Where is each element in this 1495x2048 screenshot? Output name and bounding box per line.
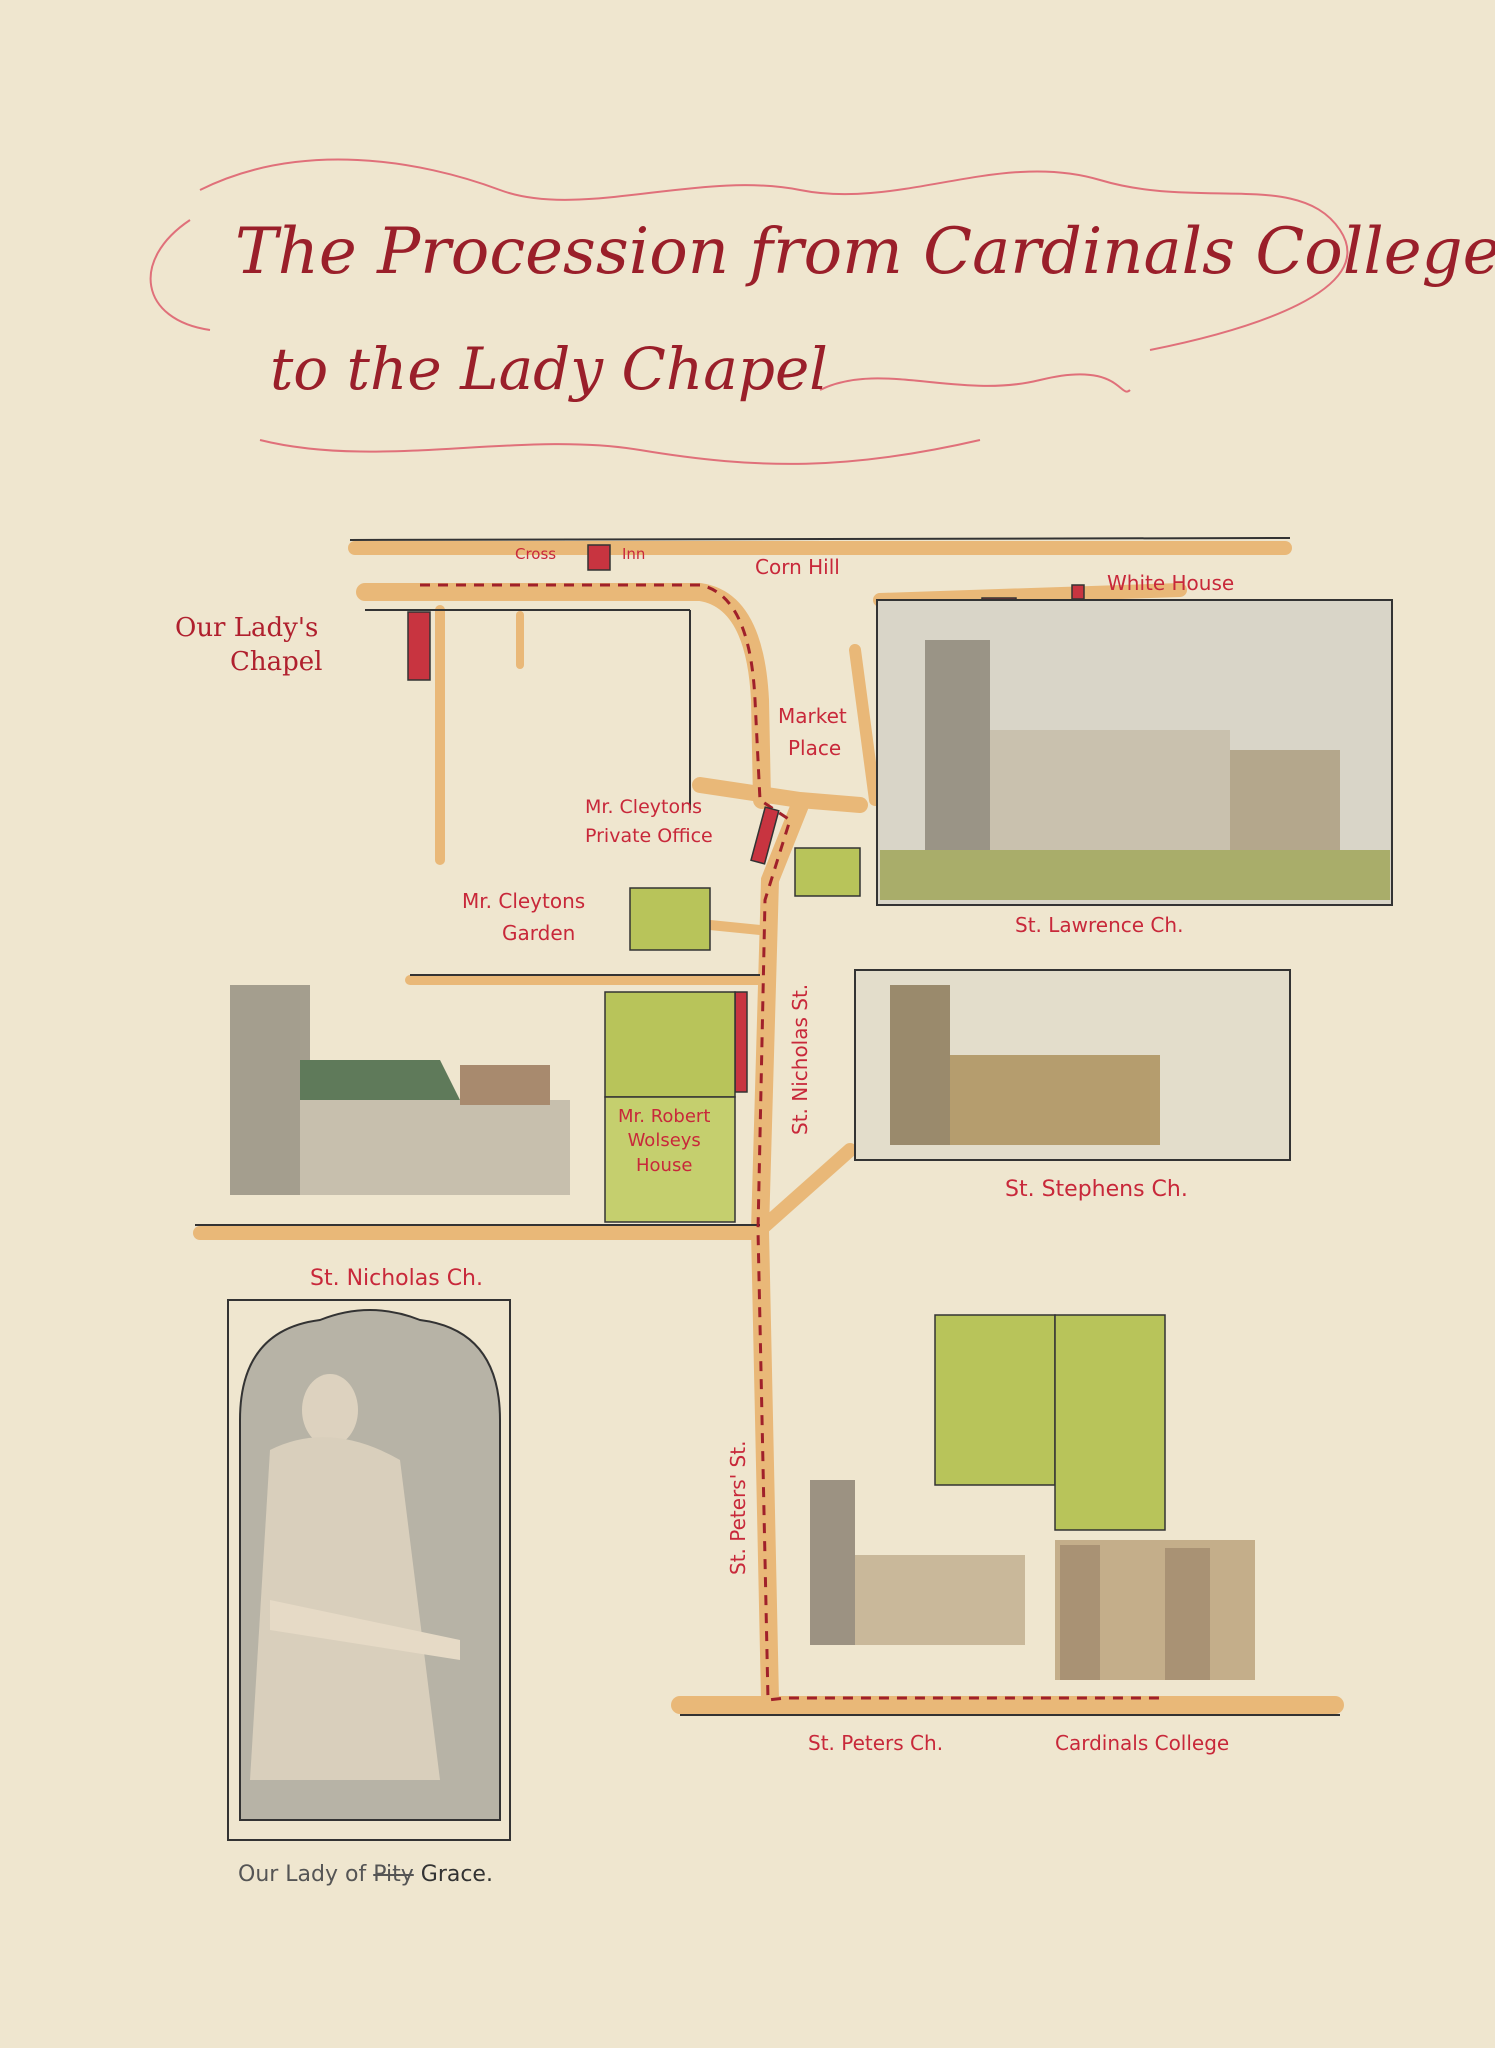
- label-st-lawrence-ch: St. Lawrence Ch.: [1015, 913, 1184, 937]
- label-wolsey-line3: House: [635, 1154, 693, 1176]
- label-market-place: Market Place: [778, 700, 847, 764]
- label-st-nicholas-st: St. Nicholas St.: [788, 983, 812, 1135]
- label-our-ladys-chapel-line2: Chapel: [230, 646, 323, 677]
- label-inn: Inn: [622, 545, 646, 563]
- figure-caption: Our Lady of Pity Grace.: [238, 1862, 493, 1887]
- st-peters-picture: [810, 1480, 1025, 1645]
- label-cardinals-college: Cardinals College: [1055, 1731, 1230, 1755]
- label-st-nicholas-ch: St. Nicholas Ch.: [310, 1266, 483, 1291]
- label-market-place-line2: Place: [788, 736, 842, 760]
- label-our-ladys-chapel-line1: Our Lady's: [175, 613, 319, 643]
- label-st-peters-ch: St. Peters Ch.: [808, 1731, 944, 1755]
- our-lady-of-grace-figure: [227, 1299, 511, 1841]
- label-private-office-line2: Private Office: [585, 824, 713, 847]
- st-stephens-picture: [854, 969, 1291, 1161]
- roads: [193, 541, 1344, 1714]
- map-title-line2: to the Lady Chapel: [270, 335, 828, 403]
- caption-prefix: Our Lady of: [238, 1862, 367, 1887]
- label-private-office: Mr. Cleytons Private Office: [585, 793, 713, 850]
- title-flourishes: [149, 158, 1349, 465]
- st-lawrence-picture: [876, 599, 1393, 906]
- label-cleytons-garden-line2: Garden: [502, 921, 576, 945]
- gardens: [604, 847, 1166, 1531]
- label-wolsey-line1: Mr. Robert: [618, 1106, 711, 1127]
- map-title-line1: The Procession from Cardinals College: [235, 215, 1495, 289]
- label-st-peters-st: St. Peters' St.: [726, 1440, 750, 1575]
- caption-struck-word: Pity: [373, 1862, 414, 1887]
- procession-route: [420, 583, 1160, 1702]
- label-cleytons-garden: Mr. Cleytons Garden: [462, 885, 585, 949]
- caption-suffix: Grace.: [420, 1862, 493, 1887]
- cardinals-college-picture: [1055, 1540, 1255, 1680]
- label-st-stephens-ch: St. Stephens Ch.: [1005, 1177, 1188, 1202]
- label-cleytons-garden-line1: Mr. Cleytons: [462, 889, 586, 913]
- label-private-office-line1: Mr. Cleytons: [585, 796, 703, 818]
- label-wolsey-house: Mr. Robert Wolseys House: [618, 1105, 710, 1178]
- label-white-house: White House: [1107, 571, 1235, 595]
- st-nicholas-picture: [230, 985, 570, 1195]
- label-corn-hill: Corn Hill: [755, 555, 840, 579]
- label-cross: Cross: [515, 545, 557, 563]
- label-wolsey-line2: Wolseys: [627, 1130, 701, 1152]
- label-our-ladys-chapel: Our Lady's Chapel: [175, 612, 323, 680]
- label-market-place-line1: Market: [778, 704, 847, 728]
- road-edges: [195, 537, 1340, 1716]
